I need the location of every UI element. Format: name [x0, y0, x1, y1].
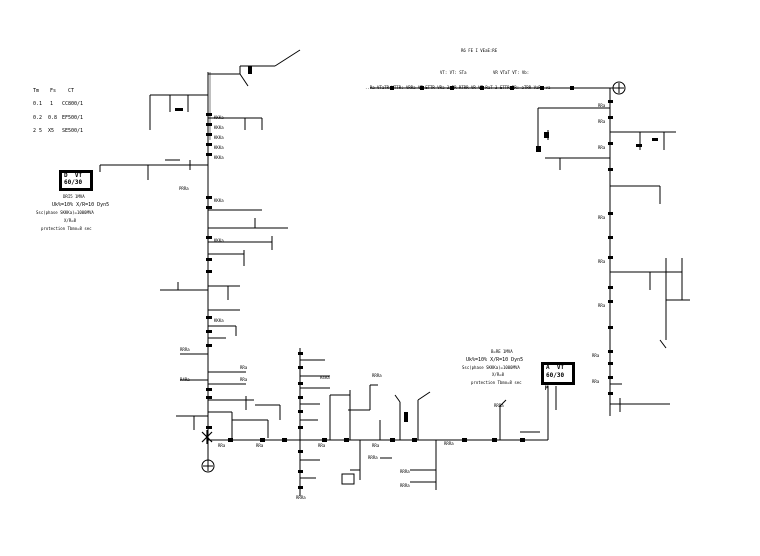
bus-tag: KKKa: [214, 155, 224, 160]
bus-tag: KKKa: [214, 135, 224, 140]
right-transformer-box: A VT 60/30: [541, 362, 575, 385]
legend-cell: 1: [50, 101, 54, 107]
bottom-label: RRRa: [444, 441, 454, 446]
bus-tag: KKKa: [214, 125, 224, 130]
top-label-1: R6 FE I VEaE:RE: [461, 48, 498, 53]
legend-cell: 0.1: [33, 101, 43, 107]
legend-cell: 0.8: [48, 115, 58, 121]
right-transformer-spec: Uk%=10% X/R=10 Dyn5: [466, 357, 524, 363]
bottom-label: RRa: [256, 443, 264, 448]
right-bus-tag: RRa: [592, 353, 600, 358]
legend-header-ct: CT: [68, 88, 75, 94]
bus-tag: KKKa: [214, 238, 224, 243]
bottom-label: RRRa: [368, 455, 378, 460]
left-transformer-spec: DRI5 1MVA: [63, 194, 85, 199]
top-label-2: VT: VT: STa: [440, 70, 467, 75]
bottom-label: RRRa: [400, 483, 410, 488]
busbar-labels: ..Ra VTaTR VTTR: VRRa VT ETTR VRa 3aRR R…: [365, 85, 556, 90]
bottom-label: RRa: [372, 443, 380, 448]
right-bus-tag: RRa: [598, 145, 606, 150]
right-transformer-ratio: 60/30: [546, 372, 565, 379]
mid-label: RRRa: [494, 403, 504, 408]
left-transformer-spec: Ssc(phase SKKKa)=1000MVA: [36, 210, 94, 215]
bottom-label: RRa: [318, 443, 326, 448]
right-bus-tag: RRa: [598, 103, 606, 108]
bottom-label: RRRa: [400, 469, 410, 474]
mid-label: RRRa: [372, 373, 382, 378]
right-transformer-spec: Ssc(phase SKKKa)=1000MVA: [462, 365, 520, 370]
fault-marker-icon: [201, 430, 213, 444]
right-transformer-id: A VT: [546, 364, 565, 371]
bus-tag: KKKa: [214, 198, 224, 203]
left-transformer-box: D VT 60/30: [59, 170, 93, 191]
mid-label: PRRa: [179, 186, 189, 191]
left-transformer-id: D VT: [64, 172, 83, 179]
legend-cell: SE500/1: [62, 128, 84, 134]
left-source-symbol: [201, 459, 215, 473]
right-bus-tag: RRa: [598, 303, 606, 308]
right-bus-tag: RRa: [598, 119, 606, 124]
load-box: [341, 473, 355, 485]
left-transformer-spec: protection Tbmo=8 sec: [41, 226, 92, 231]
legend-cell: 0.2: [33, 115, 43, 121]
top-label-3: VR VTaT VT: Vb:: [493, 70, 530, 75]
right-bus-tag: RRa: [598, 215, 606, 220]
bus-tag: KKKa: [214, 145, 224, 150]
right-transformer-mark: M: [545, 385, 549, 392]
left-transformer-spec: Uk%=10% X/R=10 Dyn5: [52, 202, 110, 208]
legend-cell: 2 5: [33, 128, 43, 134]
right-transformer-spec: X/R=8: [492, 372, 505, 377]
legend-cell: X5: [48, 128, 55, 134]
mid-label: R4Ra: [180, 377, 190, 382]
legend-header-fs: Fs: [50, 88, 57, 94]
right-bus-tag: RRa: [592, 379, 600, 384]
bus-tag: KKKa: [214, 318, 224, 323]
left-transformer-spec: X/R=8: [64, 218, 77, 223]
legend-cell: CC800/1: [62, 101, 84, 107]
bottom-label: RRa: [218, 443, 226, 448]
mid-label: RRRa: [180, 347, 190, 352]
legend-header-tm: Tm: [33, 88, 40, 94]
mid-label: RRa: [240, 377, 248, 382]
left-transformer-ratio: 60/30: [64, 179, 83, 186]
right-transformer-spec: B=RE 1MVA: [491, 349, 513, 354]
mid-label: R4Ra: [320, 375, 330, 380]
bus-tag: KKKa: [214, 115, 224, 120]
right-bus-tag: RRa: [598, 259, 606, 264]
right-source-symbol: [612, 81, 626, 95]
right-transformer-spec: protection Tbmo=8 sec: [471, 380, 522, 385]
bottom-label: RRRa: [296, 495, 306, 500]
mid-label: RRa: [240, 365, 248, 370]
legend-cell: EF500/1: [62, 115, 84, 121]
